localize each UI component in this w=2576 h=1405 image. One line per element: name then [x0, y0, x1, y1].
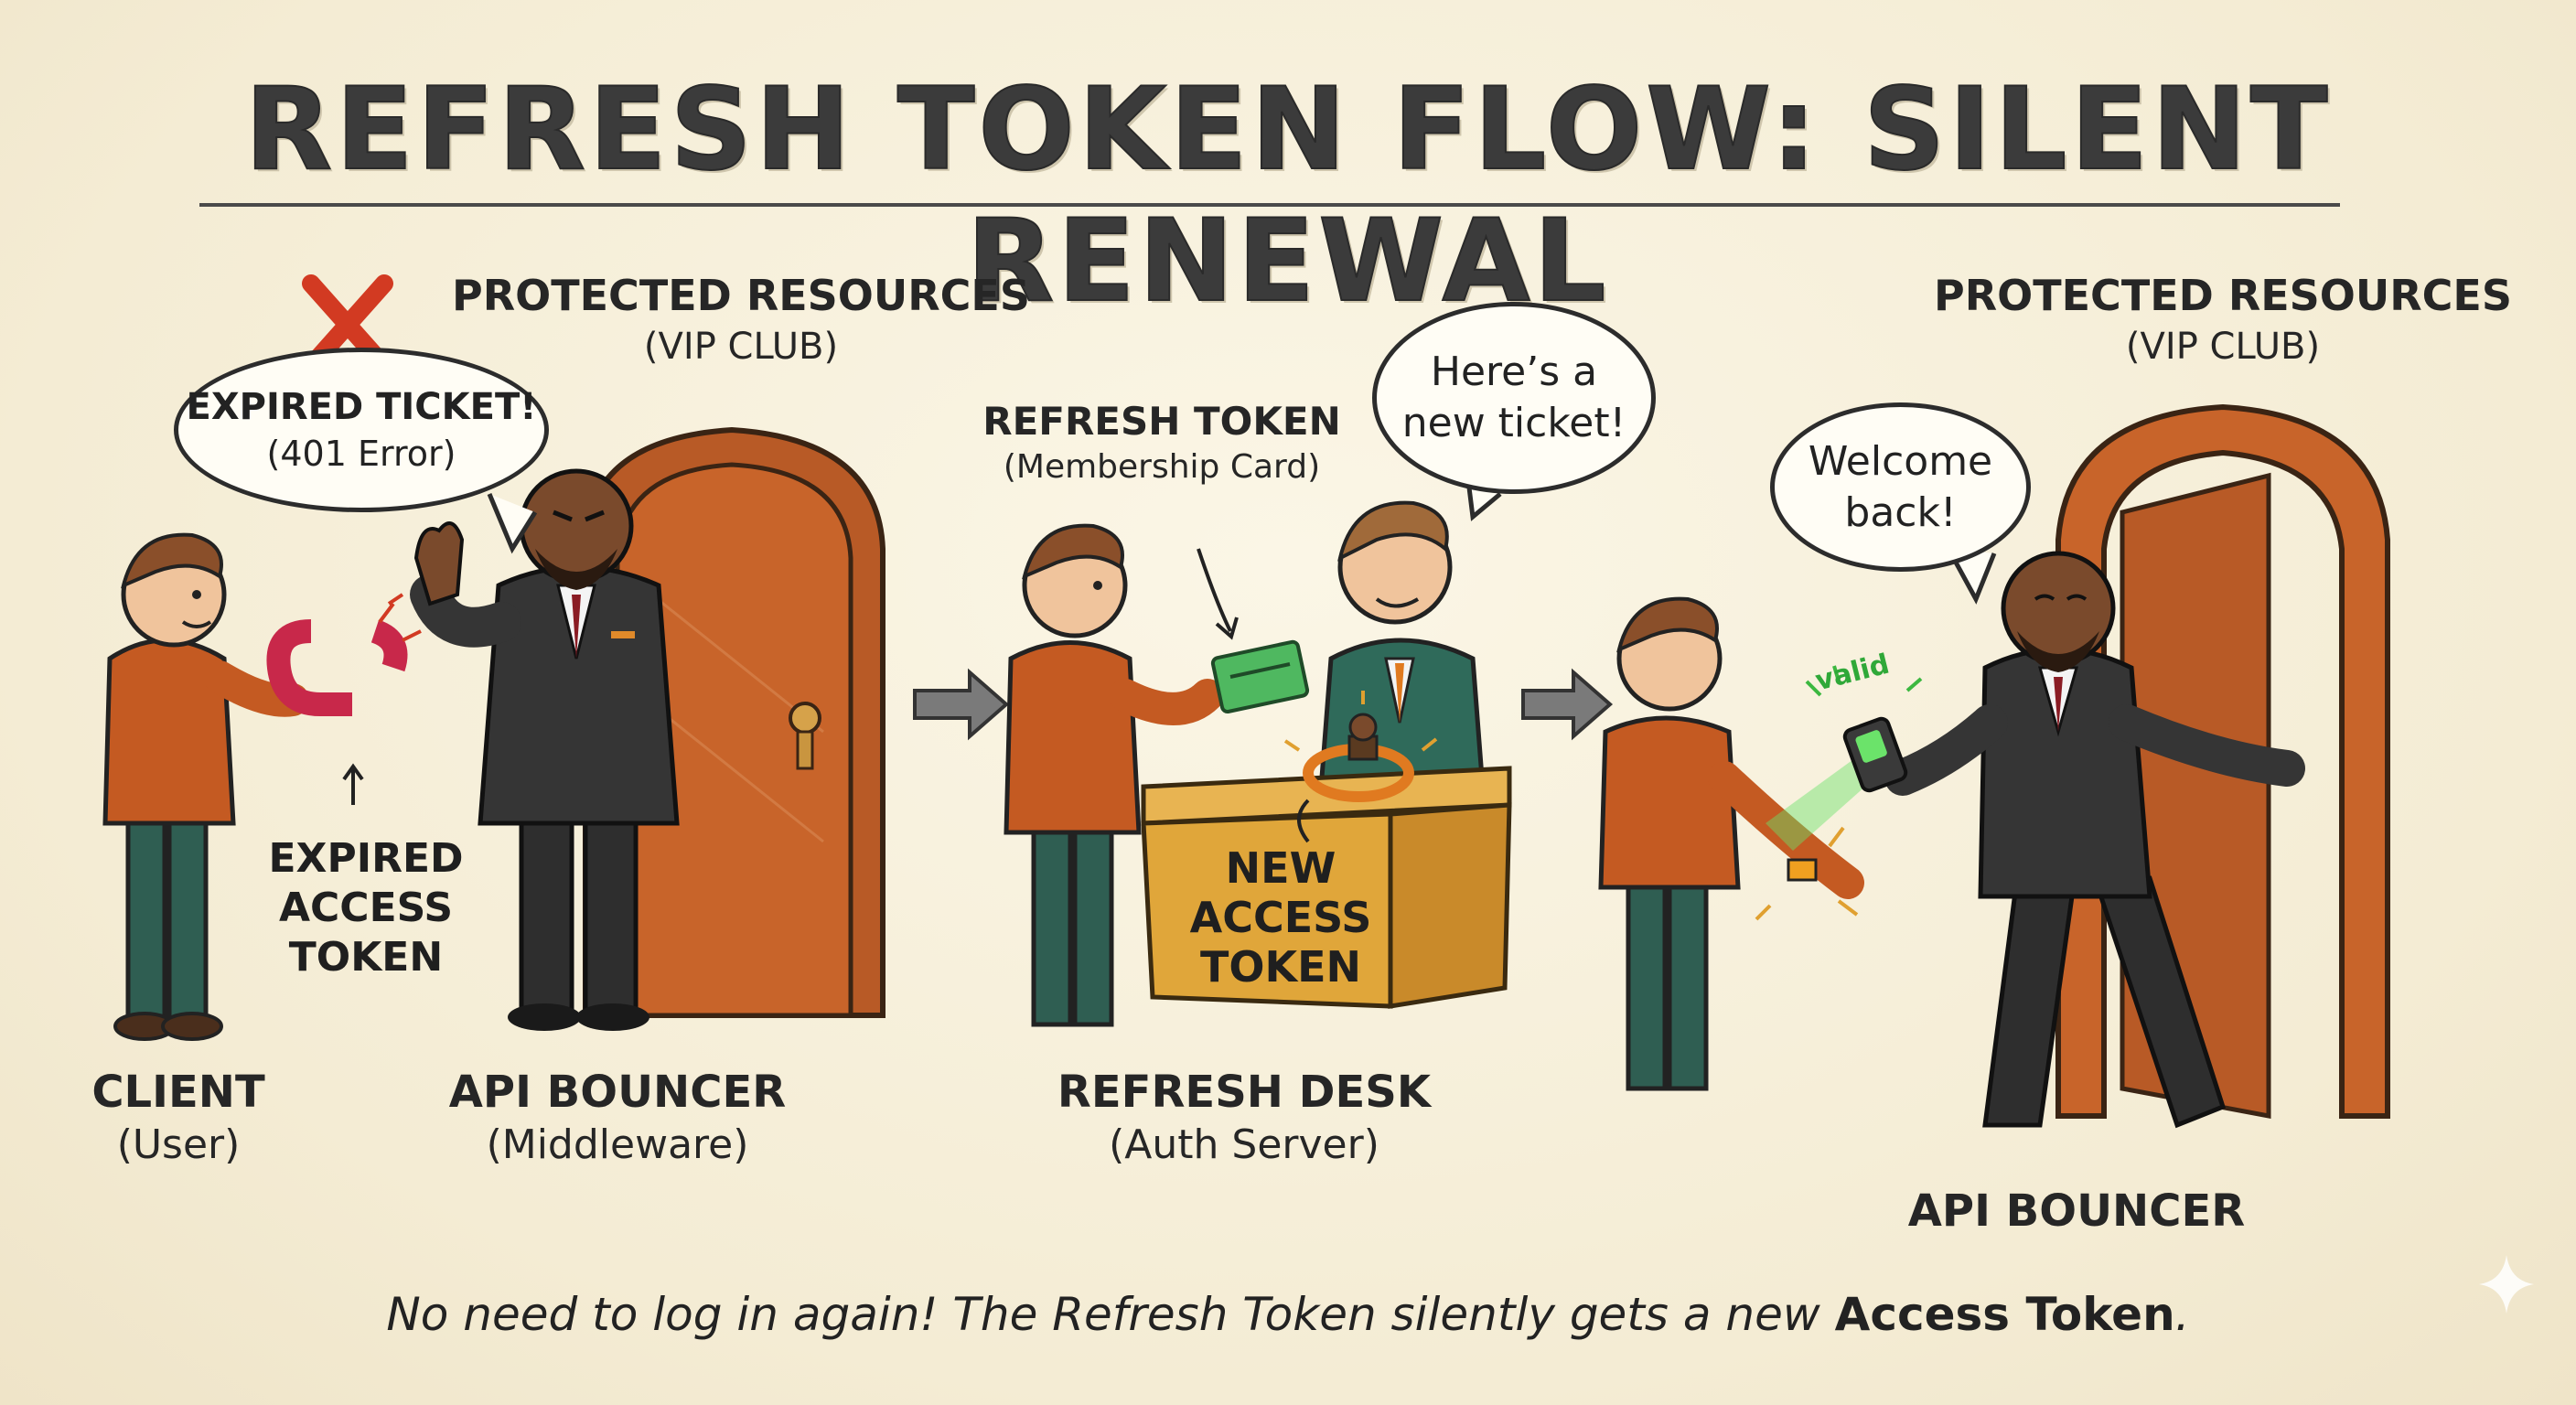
footer-bold: Access Token [1834, 1288, 2175, 1341]
bubble-tail-left [487, 493, 538, 554]
resource-title-left: PROTECTED RESOURCES [452, 271, 1030, 320]
desk-sub: (Auth Server) [1109, 1121, 1379, 1168]
note-line: ACCESS [278, 885, 454, 931]
client-middle-figure [1004, 523, 1224, 1027]
sparkle-icon [2479, 1255, 2534, 1314]
new-token-stamp-icon [1283, 691, 1438, 802]
bouncer-right-figure [1884, 551, 2305, 1129]
refresh-token-sub: (Membership Card) [1003, 448, 1321, 486]
client-right-figure [1598, 596, 1864, 1091]
desk-title: REFRESH DESK [1057, 1067, 1432, 1118]
note-line: TOKEN [1199, 942, 1362, 992]
welcome-back-bubble: Welcome back! [1770, 402, 2031, 572]
expired-ticket-bubble: EXPIRED TICKET! (401 Error) [174, 348, 549, 512]
arrow-right-icon [913, 668, 1010, 741]
resource-sub-right: (VIP CLUB) [2125, 326, 2321, 368]
bouncer-title-left: API BOUNCER [448, 1067, 787, 1118]
resource-title-right: PROTECTED RESOURCES [1934, 271, 2512, 320]
bouncer-left-figure [410, 468, 680, 1031]
note-line: NEW [1225, 843, 1336, 893]
membership-card-icon [1210, 639, 1310, 713]
arrow-right-icon-2 [1521, 668, 1614, 741]
footer-note: No need to log in again! The Refresh Tok… [0, 1288, 2576, 1341]
footer-text: No need to log in again! The Refresh Tok… [386, 1288, 1835, 1341]
bouncer-sub-left: (Middleware) [486, 1121, 749, 1168]
client-sub: (User) [116, 1121, 241, 1168]
new-ticket-bubble: Here’s a new ticket! [1372, 302, 1656, 494]
bouncer-title-right: API BOUNCER [1907, 1185, 2246, 1237]
bubble-line: Welcome [1808, 437, 1993, 485]
bubble-line: Here’s a [1430, 349, 1598, 395]
new-token-note: NEW ACCESS TOKEN [1162, 843, 1400, 992]
footer-end: . [2174, 1288, 2190, 1341]
expired-ticket-icon [266, 593, 422, 716]
token-scanner-icon [1766, 665, 1923, 851]
bubble-line: back! [1844, 488, 1957, 536]
auth-clerk-figure [1319, 500, 1485, 780]
client-title: CLIENT [91, 1067, 265, 1118]
note-line: TOKEN [288, 934, 444, 981]
bubble-line: (401 Error) [266, 434, 456, 474]
note-line: EXPIRED [268, 835, 464, 882]
vip-door-left [583, 426, 886, 1018]
page-title: REFRESH TOKEN FLOW: SILENT RENEWAL [243, 63, 2332, 328]
note-line: ACCESS [1189, 893, 1372, 942]
refresh-token-title: REFRESH TOKEN [982, 399, 1341, 444]
bubble-line: new ticket! [1401, 400, 1626, 446]
resource-sub-left: (VIP CLUB) [643, 326, 839, 368]
expired-token-note: EXPIRED ACCESS TOKEN [247, 834, 485, 982]
title-underline [199, 203, 2340, 207]
bubble-line: EXPIRED TICKET! [186, 386, 537, 428]
